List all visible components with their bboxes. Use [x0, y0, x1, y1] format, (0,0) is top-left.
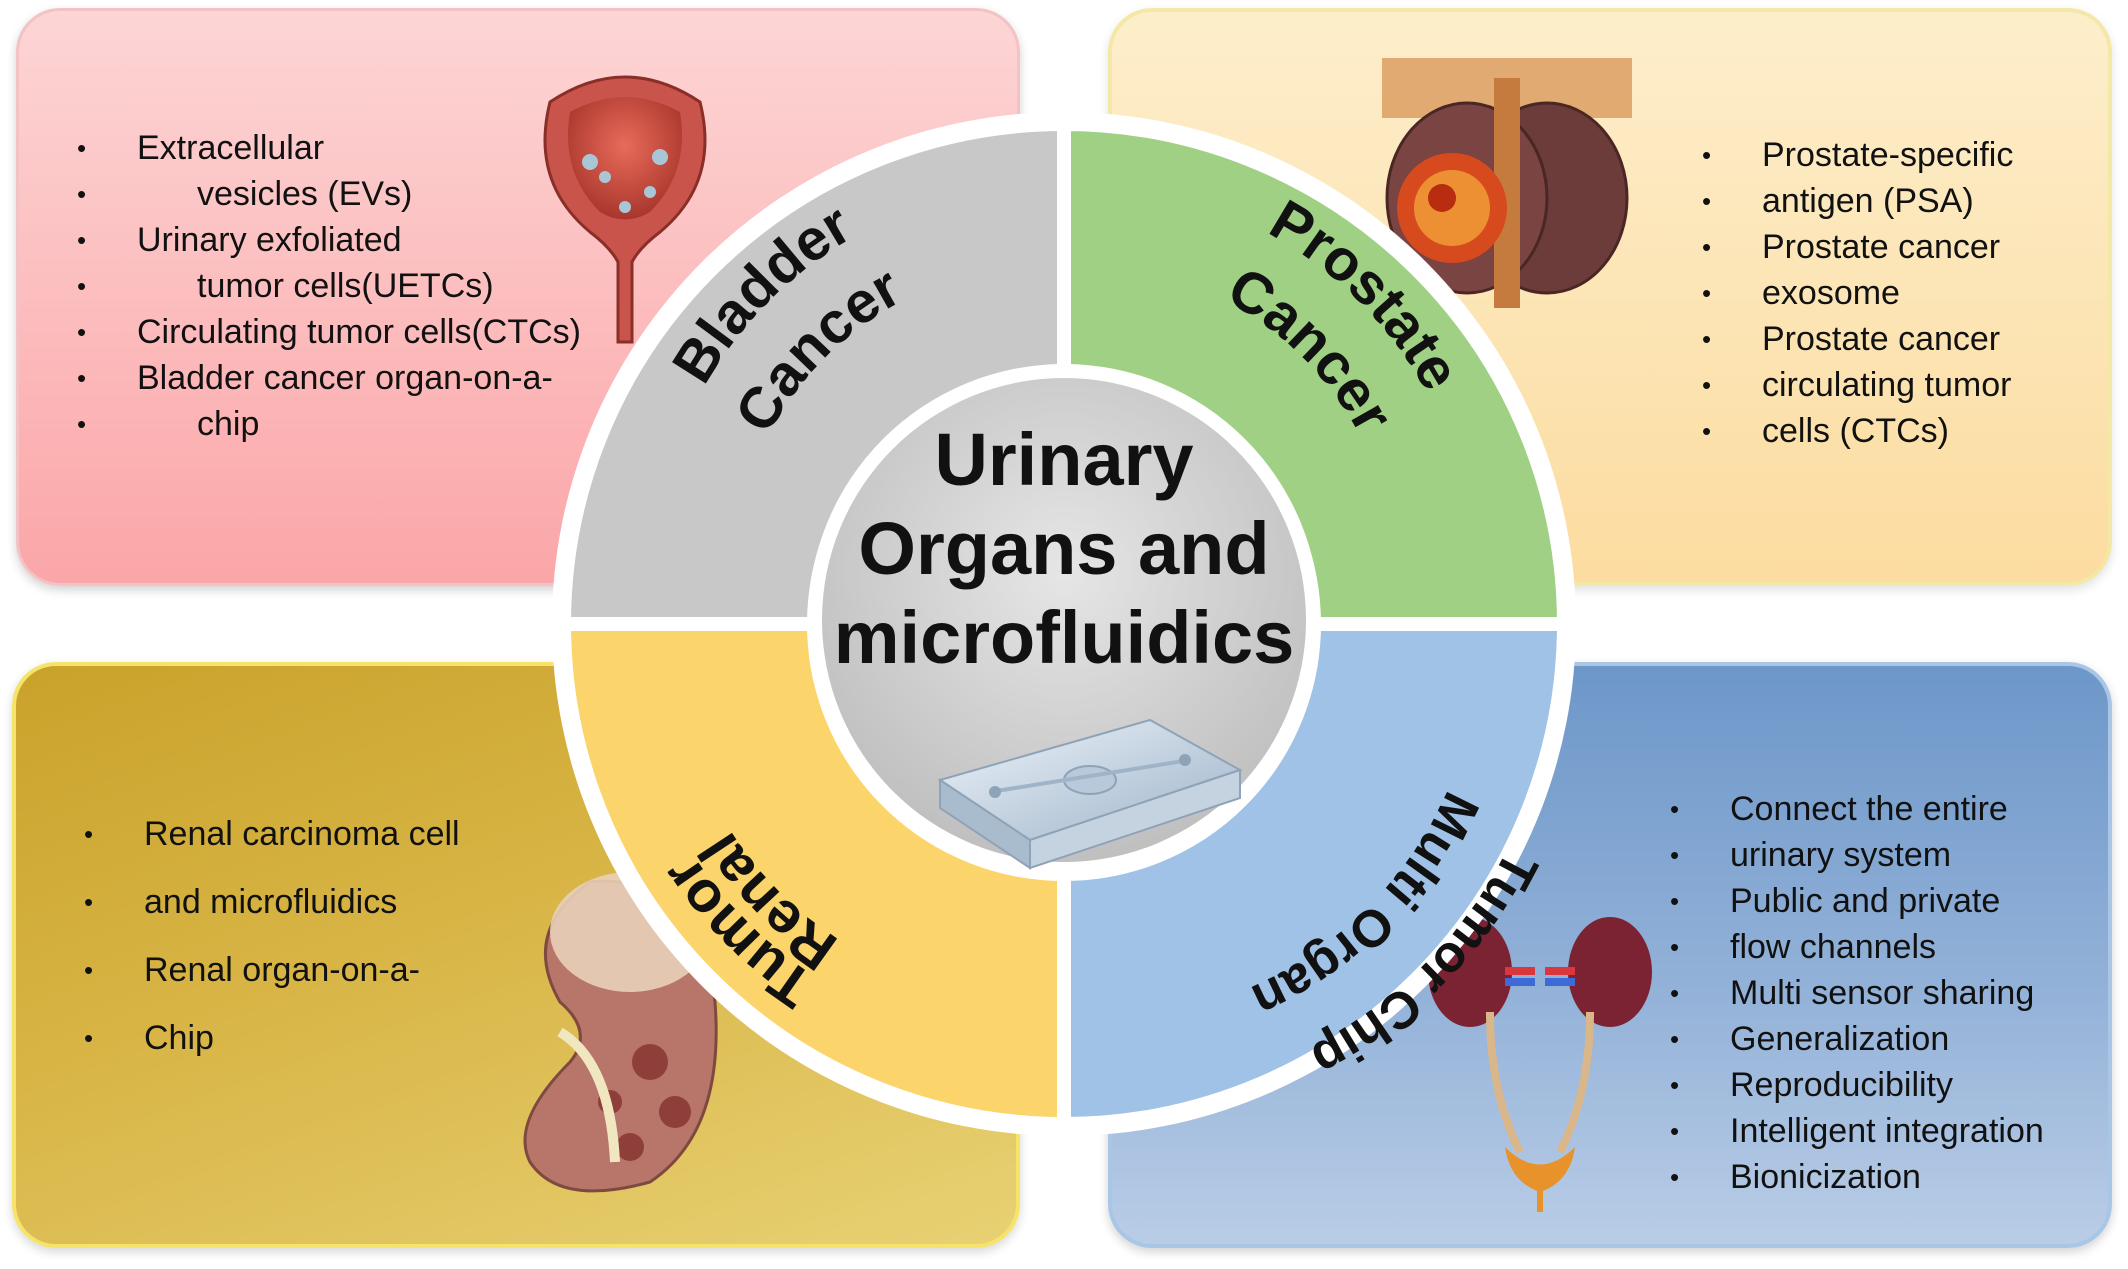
list-item: vesicles (EVs): [77, 171, 581, 217]
list-item: Bionicization: [1670, 1154, 2044, 1200]
prostate-list: Prostate-specific antigen (PSA) Prostate…: [1702, 132, 2013, 454]
list-item: Circulating tumor cells(CTCs): [77, 309, 581, 355]
list-item: Extracellular: [77, 125, 581, 171]
list-item: Generalization: [1670, 1016, 2044, 1062]
list-item: Prostate cancer: [1702, 316, 2013, 362]
list-item: Connect the entire: [1670, 786, 2044, 832]
list-item: Urinary exfoliated: [77, 217, 581, 263]
list-item: chip: [77, 401, 581, 447]
prostate-illustration: [1382, 58, 1632, 308]
list-item: Multi sensor sharing: [1670, 970, 2044, 1016]
center-title-line-1: Urinary: [934, 418, 1193, 501]
center-title-line-2: Organs and: [858, 507, 1269, 590]
multi-organ-list: Connect the entire urinary system Public…: [1670, 786, 2044, 1200]
list-item: Chip: [84, 1004, 460, 1072]
list-item: Renal carcinoma cell: [84, 800, 460, 868]
urinary-system-illustration: [1428, 917, 1652, 1212]
list-item: Public and private: [1670, 878, 2044, 924]
renal-list: Renal carcinoma cell and microfluidics R…: [84, 800, 460, 1072]
list-item: cells (CTCs): [1702, 408, 2013, 454]
list-item: Prostate-specific: [1702, 132, 2013, 178]
microfluidic-chip-icon: [937, 718, 1243, 870]
bladder-illustration: [543, 75, 707, 344]
list-item: Intelligent integration: [1670, 1108, 2044, 1154]
list-item: Reproducibility: [1670, 1062, 2044, 1108]
list-item: and microfluidics: [84, 868, 460, 936]
list-item: Prostate cancer: [1702, 224, 2013, 270]
center-title-line-3: microfluidics: [834, 596, 1295, 679]
list-item: flow channels: [1670, 924, 2044, 970]
list-item: circulating tumor: [1702, 362, 2013, 408]
list-item: urinary system: [1670, 832, 2044, 878]
list-item: Renal organ-on-a-: [84, 936, 460, 1004]
list-item: exosome: [1702, 270, 2013, 316]
list-item: antigen (PSA): [1702, 178, 2013, 224]
bladder-list: Extracellular vesicles (EVs) Urinary exf…: [77, 125, 581, 447]
list-item: Bladder cancer organ-on-a-: [77, 355, 581, 401]
list-item: tumor cells(UETCs): [77, 263, 581, 309]
